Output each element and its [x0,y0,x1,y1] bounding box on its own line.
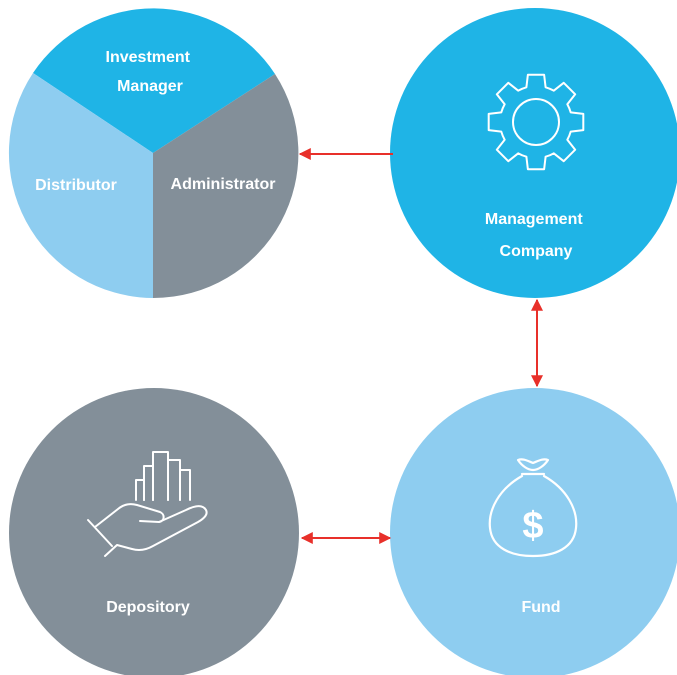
dollar-sign: $ [522,505,543,547]
fund-label: Fund [521,599,560,616]
fund-circle [390,388,677,675]
depository-label: Depository [106,599,190,616]
fund-node: $ Fund [390,388,677,675]
money-bag-dollar-icon: $ [488,458,578,558]
gear-icon [487,73,585,171]
management-company-node: Management Company [390,8,677,298]
distributor-label: Distributor [35,177,117,194]
service-providers-circle: Investment Manager Distributor Administr… [8,8,299,299]
hand-holding-bars-icon [87,451,208,557]
investment-manager-segment [33,8,275,153]
administrator-segment [153,74,299,299]
investment-manager-label: Investment Manager [106,49,195,95]
management-company-circle [390,8,677,298]
administrator-label: Administrator [171,176,276,193]
depository-node: Depository [9,388,299,675]
distributor-segment [8,73,153,298]
management-company-label: Management Company [485,211,587,260]
depository-circle [9,388,299,675]
